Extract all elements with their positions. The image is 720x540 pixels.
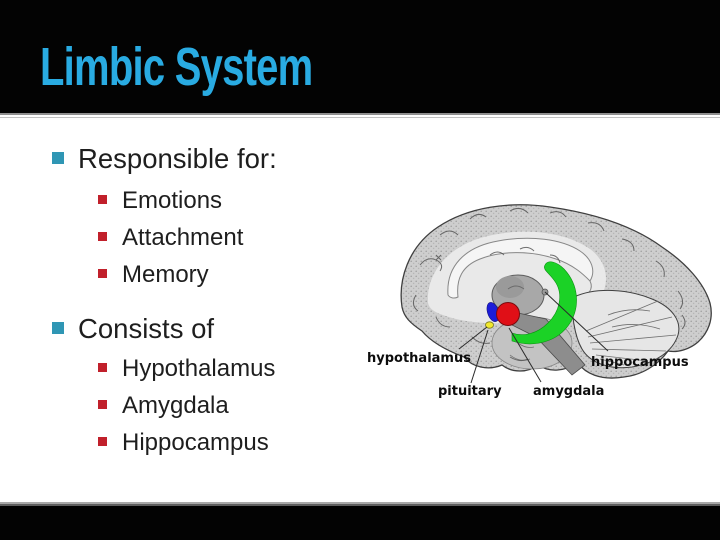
bullet-text: Responsible for: (78, 143, 277, 174)
bullet-item-responsible-for: Responsible for: (52, 143, 277, 175)
level2-bullet-icon (98, 232, 107, 241)
bullet-item-emotions: Emotions (98, 187, 222, 215)
label-pituitary: pituitary (438, 384, 502, 399)
level1-bullet-icon (52, 152, 64, 164)
label-hypothalamus: hypothalamus (367, 351, 471, 366)
pituitary-highlight (485, 321, 494, 329)
level2-bullet-icon (98, 195, 107, 204)
brain-diagram (400, 204, 712, 384)
bottom-band-divider (0, 501, 720, 506)
bullet-item-consists-of: Consists of (52, 313, 214, 345)
level1-bullet-icon (52, 322, 64, 334)
bullet-item-hypothalamus: Hypothalamus (98, 355, 275, 383)
title-band: Limbic System (0, 0, 720, 113)
amygdala-highlight (496, 302, 520, 326)
corpus-callosum (447, 237, 594, 299)
level2-bullet-icon (98, 437, 107, 446)
bullet-text: Consists of (78, 313, 215, 344)
bullet-item-attachment: Attachment (98, 224, 243, 252)
bullet-text: Hippocampus (122, 429, 269, 456)
hippocampus-highlight (511, 261, 577, 345)
bullet-item-hippocampus: Hippocampus (98, 429, 269, 457)
gyri-lines (412, 207, 686, 362)
bullet-text: Emotions (122, 187, 223, 214)
bullet-item-memory: Memory (98, 261, 209, 289)
cerebellum (572, 290, 680, 369)
hippocampus-leader-line (544, 291, 609, 352)
bottom-band (0, 506, 720, 540)
bullet-text: Memory (122, 261, 209, 288)
leader-lines (458, 291, 609, 384)
level2-bullet-icon (98, 363, 107, 372)
bullet-text: Amygdala (122, 392, 229, 419)
midbrain-shade (496, 276, 524, 298)
level2-bullet-icon (98, 400, 107, 409)
hypothalamus-leader-line (458, 326, 488, 350)
bullet-item-amygdala: Amygdala (98, 392, 229, 420)
label-hippocampus: hippocampus (591, 355, 689, 370)
level2-bullet-icon (98, 269, 107, 278)
label-amygdala: amygdala (533, 384, 605, 399)
bullet-text: Attachment (122, 224, 244, 251)
amygdala-leader-line (508, 327, 542, 383)
pituitary-leader-line (470, 329, 489, 384)
cerebellum-folds (585, 300, 677, 366)
bullet-text: Hypothalamus (122, 355, 276, 382)
page-title: Limbic System (40, 37, 313, 97)
title-band-divider (0, 113, 720, 119)
